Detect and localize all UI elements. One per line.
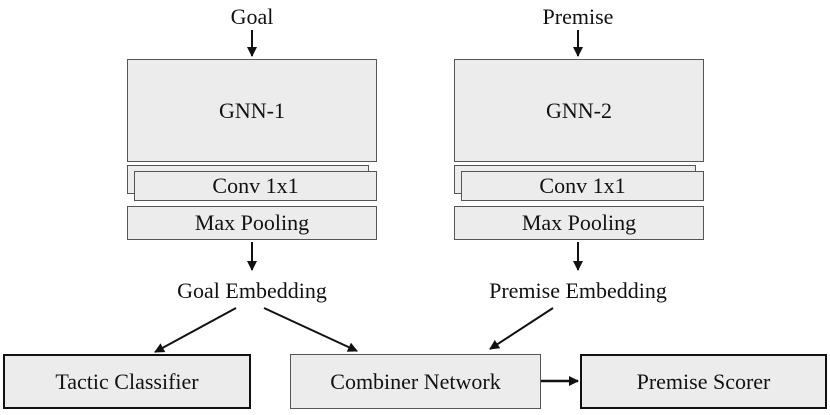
goal-embedding-label: Goal Embedding	[177, 278, 327, 303]
combiner-network-box: Combiner Network	[290, 354, 541, 409]
gnn-1-box: GNN-1	[127, 59, 377, 162]
premise-max-pooling-box: Max Pooling	[454, 206, 704, 240]
tactic-classifier-box: Tactic Classifier	[3, 354, 251, 409]
premise-input-label: Premise	[542, 4, 614, 29]
goal-input-label: Goal	[230, 4, 274, 29]
goal-conv-box: Conv 1x1	[134, 171, 377, 201]
goal-embedding-to-tactic-arrow	[154, 307, 237, 353]
premise-embedding-label: Premise Embedding	[489, 278, 667, 303]
premise-embedding-to-combiner-arrow	[489, 307, 554, 350]
premise-conv-box: Conv 1x1	[461, 171, 704, 201]
goal-max-pooling-box: Max Pooling	[127, 206, 377, 240]
goal-embedding-to-combiner-arrow	[263, 307, 358, 352]
premise-scorer-box: Premise Scorer	[580, 354, 827, 409]
gnn-2-box: GNN-2	[454, 59, 704, 162]
